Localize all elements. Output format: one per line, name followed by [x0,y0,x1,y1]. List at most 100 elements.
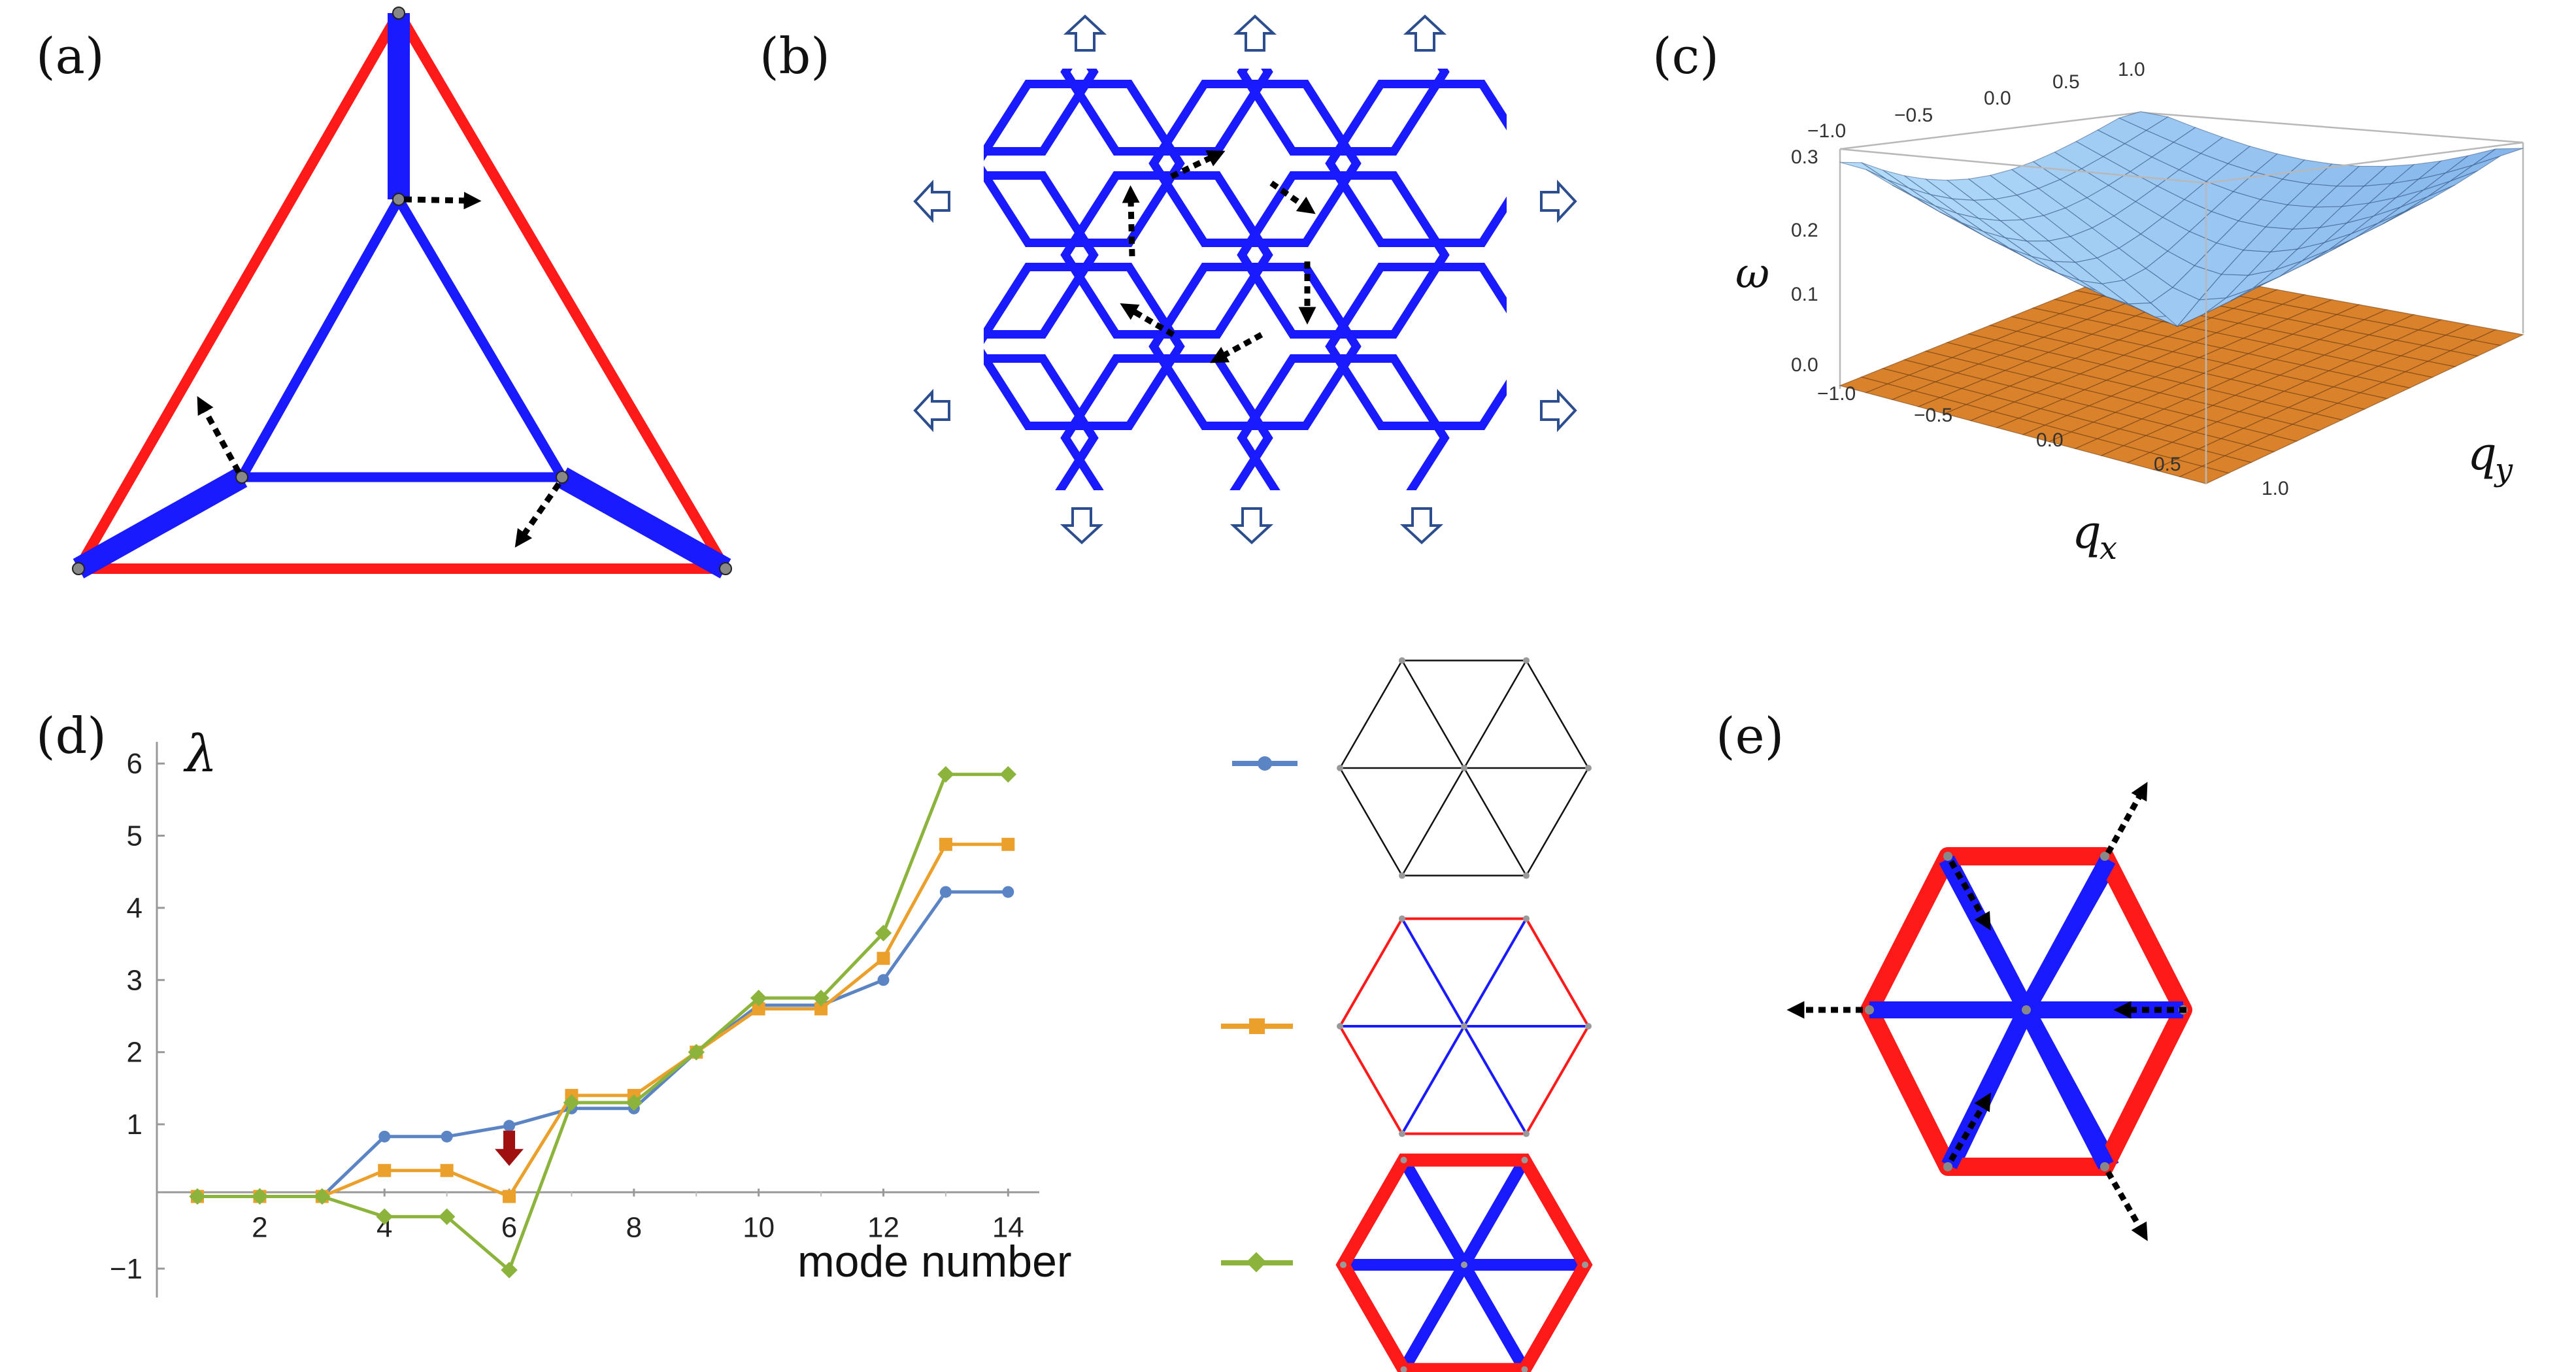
qy-symbol: q [2467,427,2497,480]
hexagon-thick-red-blue [1335,1153,1593,1372]
strain-arrow [1540,179,1577,224]
hexagon-e-arrows [1786,782,2186,1241]
series-point-circle [441,1130,453,1143]
hexagon-thin-red-blue [1337,915,1592,1137]
hexagon-spoke [1398,1262,1469,1372]
legend [1221,657,1593,1372]
honeycomb-cell [1148,80,1362,247]
legend-item-green [1221,1252,1293,1273]
honeycomb-cell [1237,354,1450,490]
z-tick-0: 0.3 [1791,146,1818,168]
hexagon-node [1523,872,1530,879]
strain-arrow [1063,14,1107,52]
honeycomb-cell [1325,80,1507,247]
honeycomb-cell [1237,69,1450,156]
series-point-square [440,1163,454,1177]
back-tick-3: 0.5 [2052,71,2080,93]
hexagon-node [1521,1156,1528,1163]
hexagon-spoke [1401,918,1465,1028]
x-tick-label: 12 [867,1211,899,1243]
series-point-square [939,837,952,851]
front-tick-4: 1.0 [2262,478,2289,499]
thick-spokes [73,13,731,578]
hexagon-node [1337,765,1343,771]
panel-label-e: (e) [1716,707,1784,765]
y-tick-label: 2 [127,1037,142,1069]
series-point-square [1001,837,1015,851]
panel-label-a: (a) [36,27,105,85]
strain-arrow [1060,507,1104,544]
legend-item-orange [1221,1018,1293,1034]
honeycomb-cell [984,354,1099,490]
back-tick-4: 1.0 [2118,59,2145,80]
honeycomb-cell [984,263,1185,430]
back-tick-2: 0.0 [1984,88,2011,109]
series-point-circle [877,974,890,986]
series-point-circle [503,1120,516,1132]
honeycomb-cell [1325,263,1507,430]
panel-b: (b) [760,14,1577,544]
strain-arrow [913,179,950,224]
x-tick-label: 14 [992,1211,1024,1243]
y-tick-label: −1 [110,1253,142,1285]
front-tick-1: −0.5 [1914,405,1952,426]
strain-arrow [1399,507,1444,544]
series-point-circle [378,1130,391,1143]
hexagon-node [1400,1366,1407,1372]
series-point-square [814,1002,828,1016]
series-point-diamond [937,765,954,783]
series-point-circle [1002,886,1014,898]
upper-surface-patch [2473,148,2524,165]
hexagon-node [1521,1366,1528,1372]
qy-label: q y [2467,427,2513,488]
upper-surface [1839,111,2524,327]
lower-surface-patch [2471,329,2525,346]
hexagon-spoke [1463,918,1528,1028]
y-tick-label: 5 [127,820,142,852]
qx-symbol: q [2072,505,2101,559]
panel-label-b: (b) [760,27,830,85]
front-tick-0: −1.0 [1817,383,1856,405]
strain-arrow [1233,14,1277,52]
hexagon-spoke [1463,660,1528,769]
node-dots [72,7,732,575]
hexagon-spoke [1459,1157,1530,1268]
down-arrow-marker [495,1130,524,1166]
honeycomb-cell [1237,171,1450,339]
hexagon-node [1523,1130,1530,1137]
hexagon-node [1399,872,1405,879]
series-point-square [503,1190,516,1203]
omega-label: ω [1735,250,1769,298]
qx-label: q x [2072,505,2117,567]
y-tick-label: 6 [127,748,142,780]
strain-arrow [1229,507,1274,544]
hexagon-spoke [1463,1025,1528,1135]
panel-a: (a) [36,7,732,578]
hexagon-spoke [1401,660,1465,769]
z-tick-1: 0.2 [1791,220,1818,241]
z-tick-3: 0.0 [1791,354,1818,376]
strain-arrow [913,388,950,433]
y-tick-label: 1 [127,1109,142,1141]
legend-item-blue [1232,756,1297,771]
back-tick-0: −1.0 [1807,120,1846,142]
back-axis-ticks: −1.0 −0.5 0.0 0.5 1.0 [1807,59,2145,142]
strain-arrow [1540,388,1577,433]
hexagon-node [1340,1262,1347,1268]
x-axis-title: mode number [797,1237,1072,1286]
x-tick-label: 6 [501,1211,517,1243]
series-line-square [197,843,1009,1199]
front-axis-ticks: −1.0 −0.5 0.0 0.5 1.0 [1817,383,2289,499]
panel-label-d: (d) [36,707,107,765]
outer-triangle [74,10,730,574]
bounding-box-front [1839,141,2524,484]
panel-label-c: (c) [1652,27,1719,85]
inner-triangle [237,197,567,482]
hexagon-spoke [1459,1262,1530,1372]
honeycomb-cell [984,69,1099,156]
honeycomb-lattice [984,69,1507,490]
